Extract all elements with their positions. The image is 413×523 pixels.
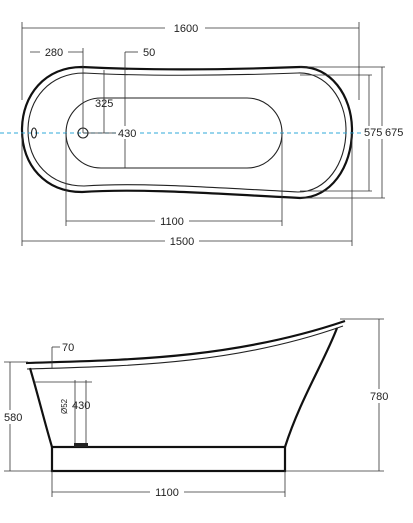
dim-325: 325 xyxy=(95,98,113,110)
dim-1500: 1500 xyxy=(170,236,194,248)
label-bg xyxy=(165,20,205,34)
tub-side-rim xyxy=(25,319,346,365)
dim-575: 575 xyxy=(364,127,382,139)
dim-675: 675 xyxy=(385,127,403,139)
label-bg xyxy=(40,45,68,59)
top-view: 1600 280 50 325 430 575 675 1100 xyxy=(0,20,413,248)
drain-fitting xyxy=(74,443,88,447)
dim-580: 580 xyxy=(4,412,22,424)
overflow-mark xyxy=(30,127,38,139)
label-bg xyxy=(368,389,394,403)
tub-side-left-wall xyxy=(28,367,54,448)
dim-780: 780 xyxy=(370,391,388,403)
label-bg xyxy=(2,410,26,424)
dim-430-side: 430 xyxy=(72,400,90,412)
dim-pipe-diameter: Ø52 xyxy=(60,398,69,414)
side-view: Ø52 70 430 580 780 1100 xyxy=(2,318,394,499)
dim-1100-side: 1100 xyxy=(155,487,179,499)
dim-50: 50 xyxy=(143,47,155,59)
dim-1100-top: 1100 xyxy=(160,216,184,228)
dim-430-top: 430 xyxy=(118,128,136,140)
label-bg xyxy=(155,214,189,228)
tub-pedestal xyxy=(50,445,287,473)
dim-70: 70 xyxy=(62,342,74,354)
label-bg xyxy=(364,126,410,139)
label-bg xyxy=(150,485,184,499)
tub-rim-outline xyxy=(27,72,347,193)
label-bg xyxy=(116,126,140,139)
tub-side-rim-inner xyxy=(26,325,344,370)
dim-280: 280 xyxy=(45,47,63,59)
dim-1600: 1600 xyxy=(174,23,198,35)
tub-outer-outline xyxy=(20,65,354,200)
tub-side-right-wall xyxy=(283,327,339,448)
label-bg xyxy=(165,234,199,248)
